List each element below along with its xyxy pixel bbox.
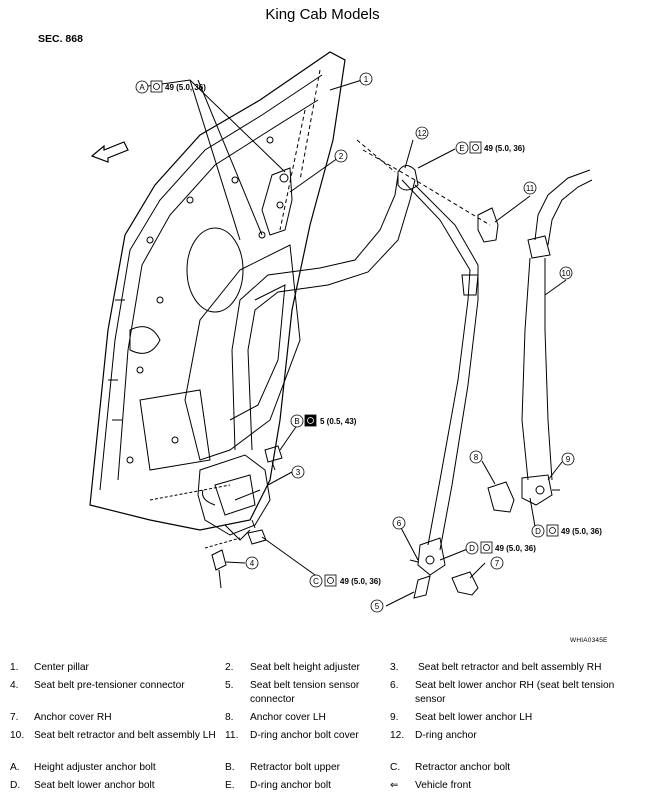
callout-8: 8 — [469, 450, 483, 464]
svg-text:8: 8 — [474, 453, 479, 462]
torque-e-text: 49 (5.0, 36) — [484, 144, 525, 153]
svg-text:1: 1 — [364, 75, 369, 84]
svg-text:C: C — [313, 577, 319, 586]
callout-3: 3 — [291, 465, 305, 479]
pretensioner-connector-drawing — [204, 537, 241, 589]
torque-b-text: 5 (0.5, 43) — [320, 417, 357, 426]
center-pillar-drawing — [89, 51, 346, 531]
figure-id: WHIA0345E — [570, 637, 608, 644]
callout-12: 12 — [415, 126, 429, 140]
svg-text:11: 11 — [526, 184, 535, 193]
parts-legend: 1.Center pillar 2.Seat belt height adjus… — [10, 662, 615, 791]
svg-text:4: 4 — [250, 559, 255, 568]
svg-text:2: 2 — [339, 152, 344, 161]
lh-lower-anchor-drawing — [521, 474, 560, 506]
callout-2: 2 — [334, 149, 348, 163]
left-arrow-icon: ⇐ — [390, 780, 399, 791]
svg-text:6: 6 — [397, 519, 402, 528]
svg-text:10: 10 — [562, 269, 571, 278]
svg-text:B: B — [294, 417, 299, 426]
callout-6: 6 — [392, 516, 406, 530]
callout-4: 4 — [245, 556, 259, 570]
torque-callout-e: E 49 (5.0, 36) — [455, 141, 525, 155]
svg-text:9: 9 — [566, 455, 571, 464]
svg-text:5: 5 — [375, 602, 380, 611]
callout-1: 1 — [359, 72, 373, 86]
rh-seat-belt-drawing — [231, 165, 479, 551]
callout-11: 11 — [523, 181, 537, 195]
torque-c-text: 49 (5.0, 36) — [340, 577, 381, 586]
retractor-bolt-upper-drawing — [264, 445, 283, 471]
lh-anchor-cover-drawing — [487, 481, 515, 513]
svg-text:A: A — [139, 83, 145, 92]
torque-callout-b: B 5 (0.5, 43) — [290, 414, 357, 428]
torque-d-lh-text: 49 (5.0, 36) — [561, 527, 602, 536]
rh-retractor-drawing — [197, 454, 271, 541]
lh-seat-belt-drawing — [521, 169, 593, 481]
svg-text:D: D — [469, 544, 475, 553]
height-adjuster-drawing — [258, 167, 293, 239]
retractor-anchor-bolt-drawing — [247, 519, 267, 545]
rh-lower-anchor-drawing — [409, 537, 446, 599]
section-number: SEC. 868 — [38, 33, 83, 45]
vehicle-front-arrow — [90, 141, 129, 163]
callout-10: 10 — [559, 266, 573, 280]
svg-text:3: 3 — [296, 468, 301, 477]
d-ring-bolt-cover-drawing — [477, 207, 499, 243]
torque-callout-c: C 49 (5.0, 36) — [309, 574, 381, 588]
callout-7: 7 — [490, 556, 504, 570]
torque-callout-d-rh: D 49 (5.0, 36) — [465, 541, 536, 555]
svg-text:12: 12 — [418, 129, 427, 138]
svg-text:7: 7 — [495, 559, 500, 568]
rh-anchor-cover-drawing — [451, 571, 479, 596]
callout-9: 9 — [561, 452, 575, 466]
torque-a-text: 49 (5.0, 36) — [165, 83, 206, 92]
torque-d-rh-text: 49 (5.0, 36) — [495, 544, 536, 553]
page-title: King Cab Models — [265, 6, 380, 23]
torque-callout-d-lh: D 49 (5.0, 36) — [531, 524, 602, 538]
torque-callout-a: A 49 (5.0, 36) — [135, 80, 206, 94]
svg-text:E: E — [459, 144, 464, 153]
svg-text:D: D — [535, 527, 541, 536]
seat-belt-diagram: 1 2 12 11 10 8 9 3 4 6 7 5 A 49 (5.0, 36… — [89, 51, 602, 613]
callout-5: 5 — [370, 599, 384, 613]
